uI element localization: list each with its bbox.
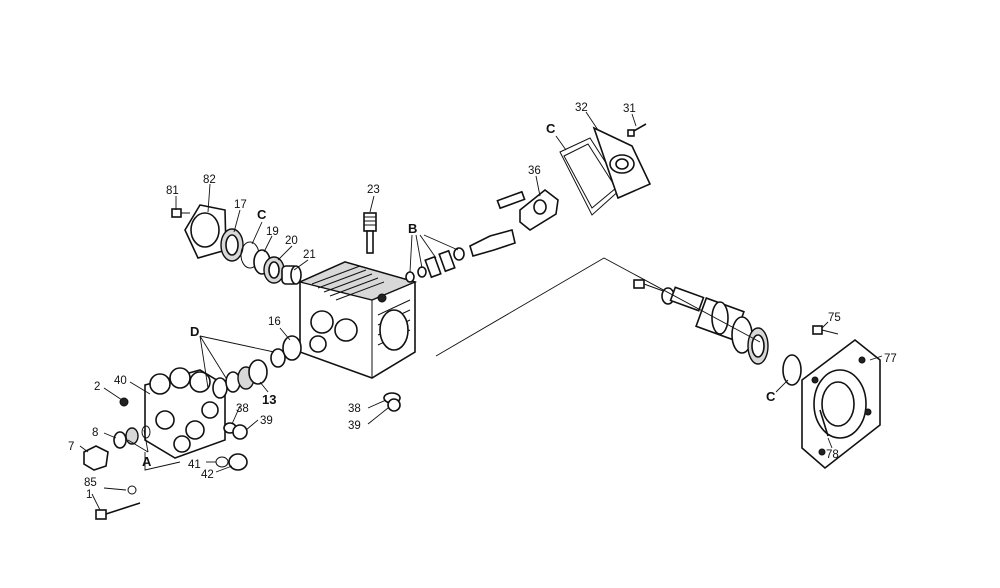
seal-flange-82 <box>184 204 227 259</box>
plug-42 <box>228 453 248 471</box>
callout-36: 36 <box>528 165 541 177</box>
ring-16 <box>270 335 302 368</box>
callout-85: 85 <box>84 477 97 489</box>
bushing-21 <box>281 265 302 285</box>
callout-39-left: 39 <box>260 415 273 427</box>
callout-23: 23 <box>367 184 380 196</box>
label-b: B <box>408 221 417 236</box>
b-pins <box>405 247 465 283</box>
label-a: A <box>142 454 152 469</box>
callout-8: 8 <box>92 427 98 439</box>
plug-39-left <box>232 424 248 440</box>
callout-17: 17 <box>234 199 247 211</box>
plug-7 <box>83 445 109 471</box>
pump-head-40 <box>144 367 226 459</box>
leader-lines <box>79 111 883 511</box>
crankshaft <box>661 286 753 354</box>
crankshaft-bolt <box>633 279 667 293</box>
label-c-right: C <box>766 389 776 404</box>
callout-16: 16 <box>268 316 281 328</box>
assembly-axis-line <box>435 257 761 357</box>
callout-21: 21 <box>303 249 316 261</box>
callout-42: 42 <box>201 469 214 481</box>
bolt-31 <box>627 123 647 137</box>
callout-19: 19 <box>266 226 279 238</box>
callout-38-left: 38 <box>236 403 249 415</box>
label-d: D <box>190 324 199 339</box>
ring-20 <box>263 256 285 284</box>
flange-77 <box>801 338 881 470</box>
label-c-top: C <box>546 121 556 136</box>
bolt-1 <box>95 502 141 520</box>
callout-77: 77 <box>884 353 897 365</box>
callout-2: 2 <box>94 381 100 393</box>
rod-cap-36 <box>519 188 559 231</box>
callout-78: 78 <box>826 449 839 461</box>
piston-seals-13 <box>212 359 268 399</box>
stud-78 <box>819 409 829 437</box>
drain-plug-38-39 <box>383 392 401 412</box>
callout-20: 20 <box>285 235 298 247</box>
callout-38-center: 38 <box>348 403 361 415</box>
callout-1: 1 <box>86 489 92 501</box>
washer-85 <box>127 485 137 495</box>
ring-c-right <box>782 354 802 386</box>
connecting-rod <box>469 190 526 257</box>
callout-75: 75 <box>828 312 841 324</box>
bolt-75 <box>812 325 839 335</box>
crankcase <box>297 261 418 379</box>
ring-17 <box>220 228 244 262</box>
bolt-81 <box>171 208 190 218</box>
callout-7: 7 <box>68 441 74 453</box>
callout-31: 31 <box>623 103 636 115</box>
o-ring-8 <box>113 425 151 449</box>
callout-13: 13 <box>262 392 276 407</box>
callout-81: 81 <box>166 185 179 197</box>
o-ring-41 <box>215 456 229 468</box>
rear-cover-32 <box>592 126 652 200</box>
oil-dipstick <box>363 212 377 254</box>
callout-82: 82 <box>203 174 216 186</box>
label-c-left: C <box>257 207 267 222</box>
bearing <box>747 327 769 365</box>
callout-40: 40 <box>114 375 127 387</box>
callout-32: 32 <box>575 102 588 114</box>
callout-labels: 81 82 17 C 19 20 21 23 B 36 C 32 31 16 D… <box>68 102 897 501</box>
callout-41: 41 <box>188 459 201 471</box>
callout-39-center: 39 <box>348 420 361 432</box>
